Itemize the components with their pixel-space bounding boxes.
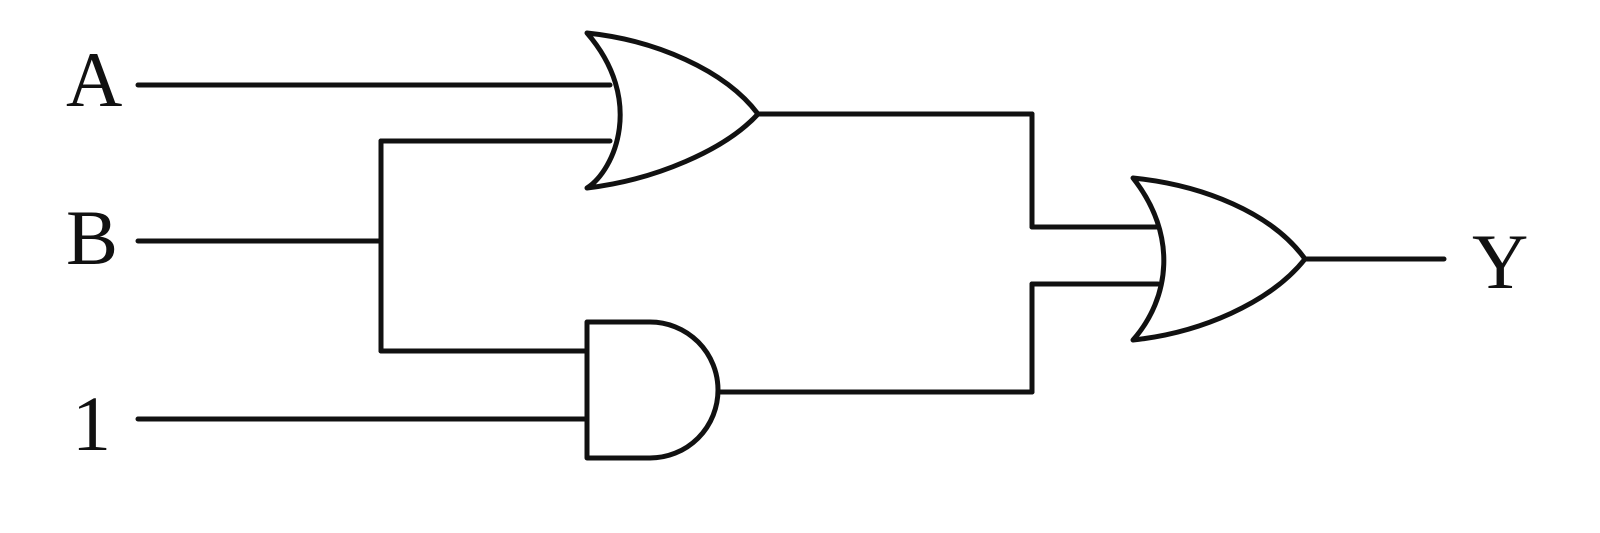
and-gate: [584, 319, 721, 461]
input-label-a: A: [66, 36, 122, 123]
output-label-y: Y: [1472, 218, 1528, 305]
or-gate-2: [1130, 175, 1308, 343]
or-gate-1: [584, 30, 761, 191]
input-label-b: B: [66, 194, 118, 281]
input-label-one: 1: [72, 380, 111, 467]
